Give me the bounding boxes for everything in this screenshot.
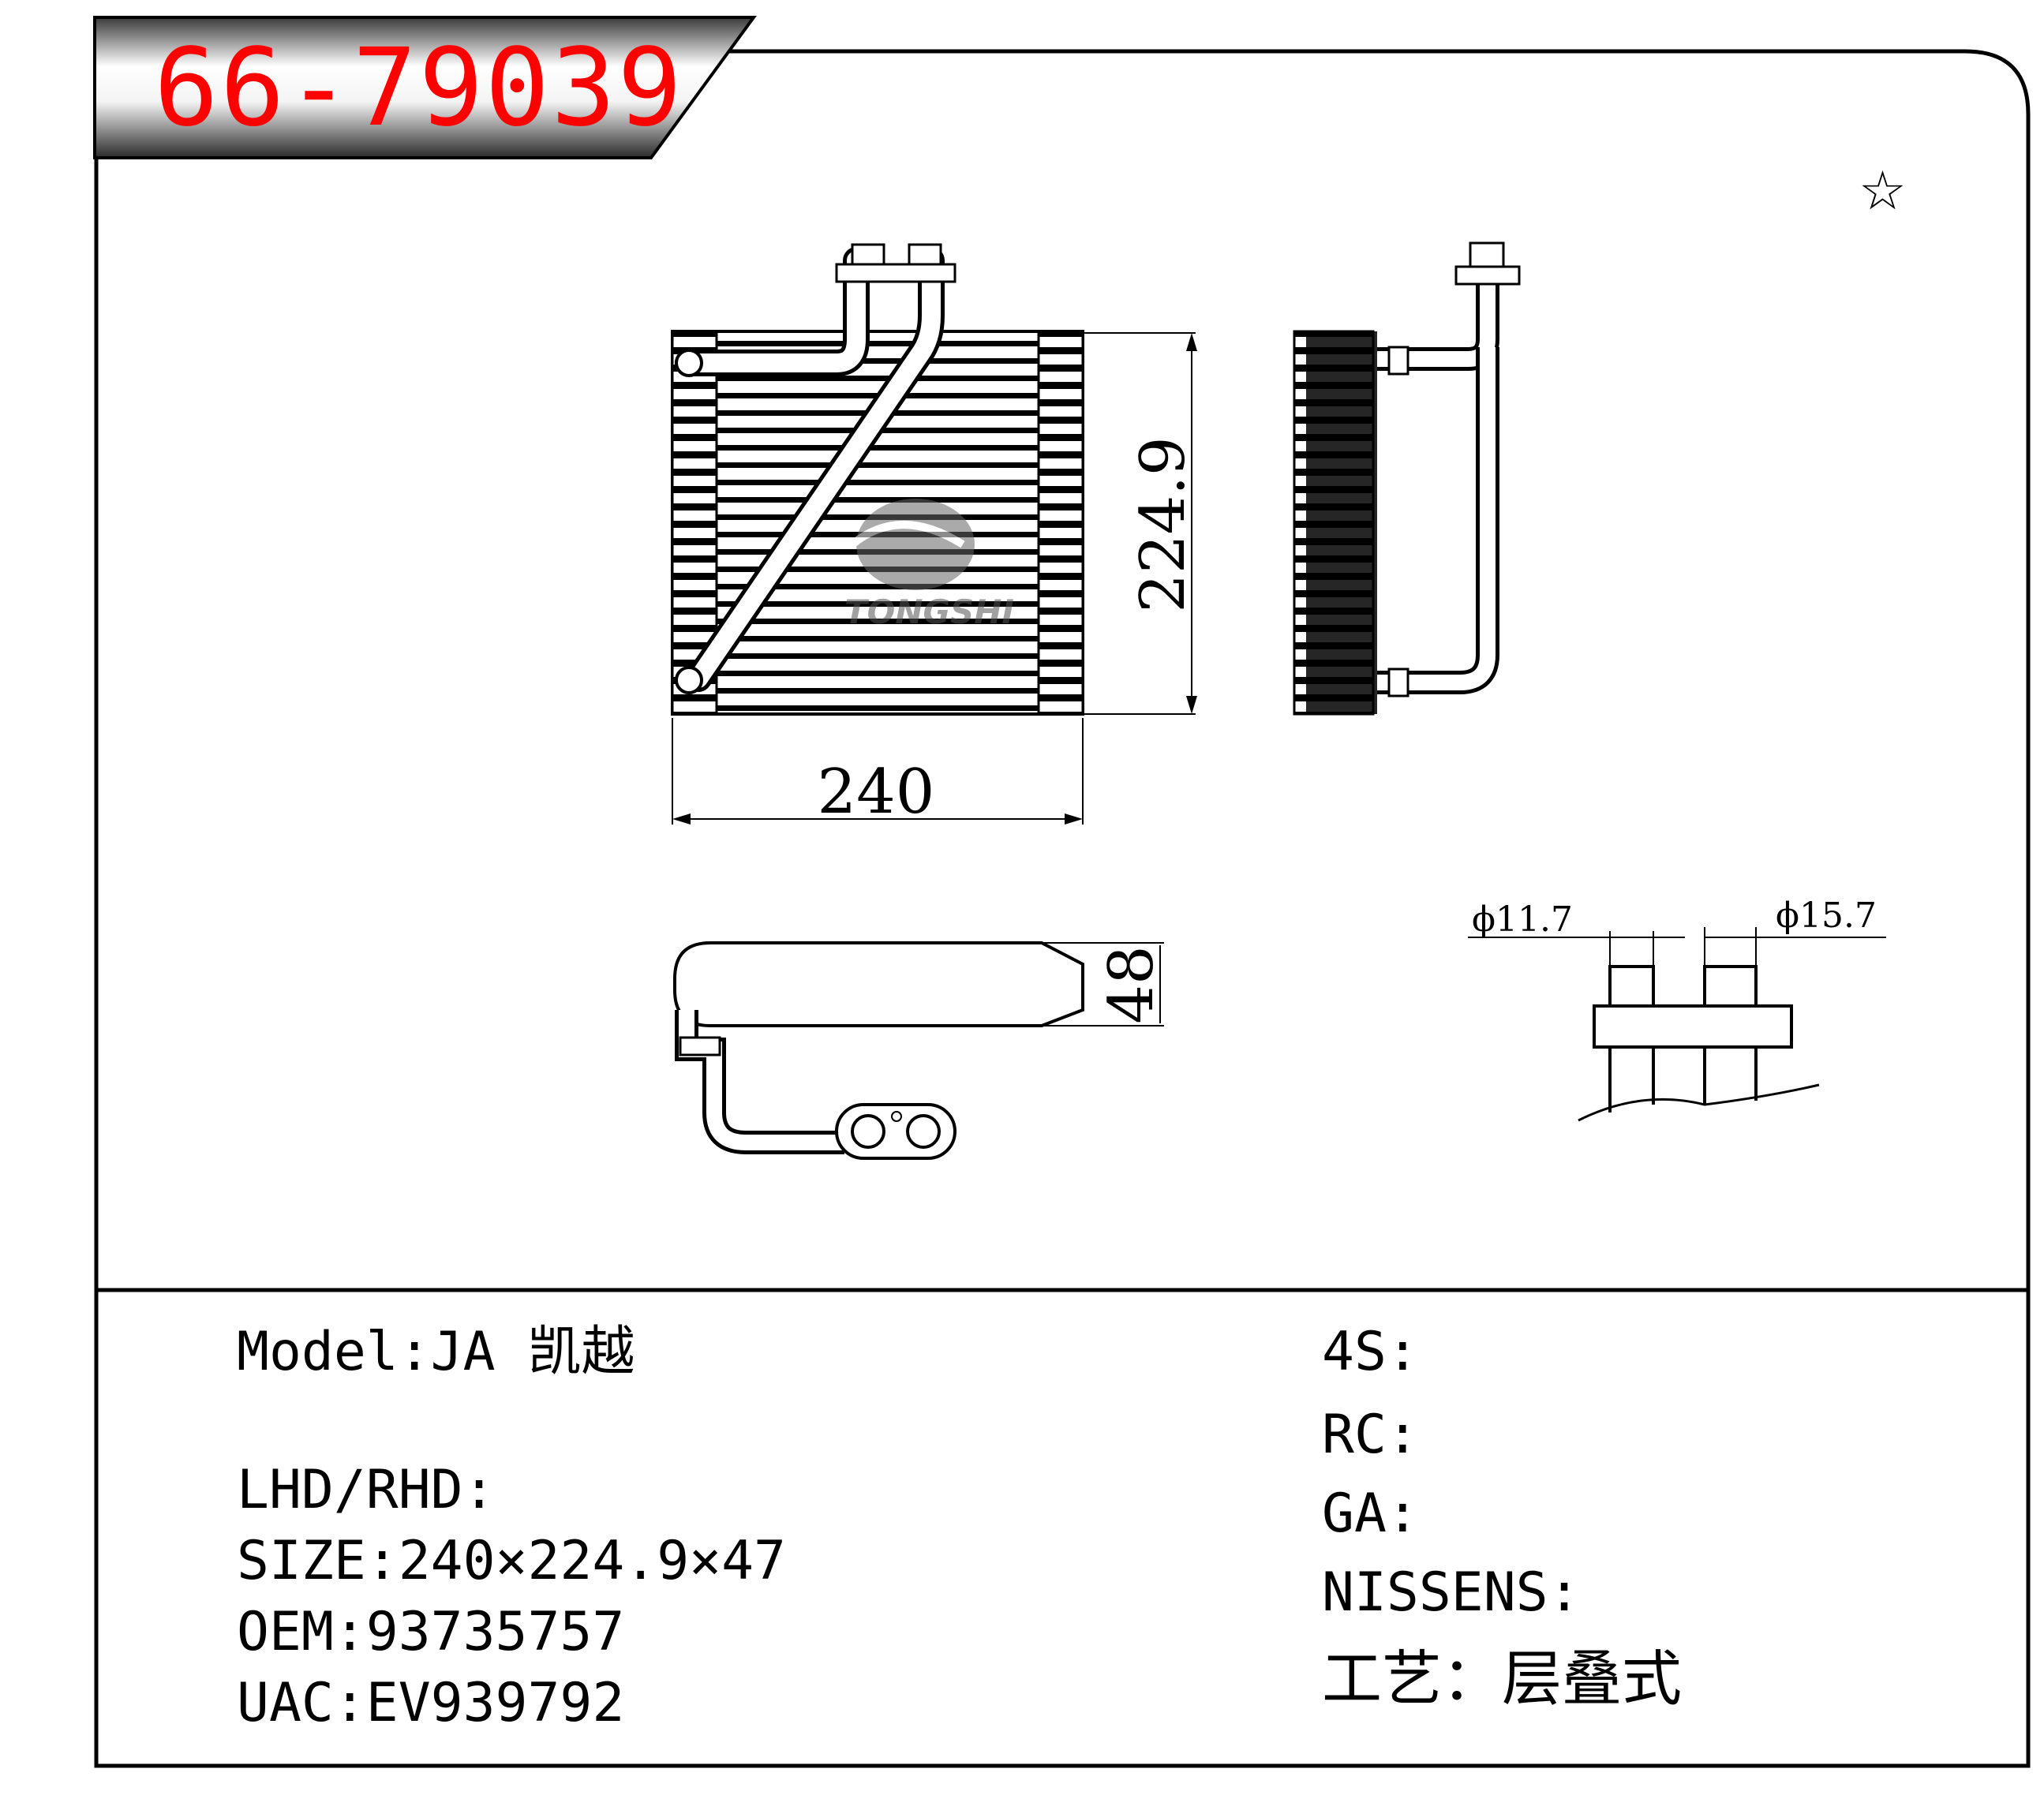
evaporator-top-view xyxy=(673,941,1084,1160)
tube-line xyxy=(717,497,1039,503)
port-detail: ϕ11.7 ϕ15.7 xyxy=(1468,896,1886,1122)
frame-border xyxy=(94,49,2031,1768)
tube-line xyxy=(717,636,1039,641)
spec-process: 工艺：层叠式 xyxy=(1322,1644,1682,1714)
dim-port-large-label: ϕ15.7 xyxy=(1776,896,1877,936)
dimension-height: 224.9 xyxy=(1083,332,1199,715)
dimension-depth: 48 xyxy=(1042,942,1167,1027)
spec-uac: UAC:EV939792 xyxy=(237,1672,625,1734)
tube-line xyxy=(717,705,1039,711)
tube-line xyxy=(717,653,1039,659)
spec-size: SIZE:240×224.9×47 xyxy=(237,1530,786,1592)
evaporator-side-view xyxy=(1293,241,1521,716)
evaporator-front-view: TONGSHI xyxy=(671,243,1084,716)
spec-oem: OEM:93735757 xyxy=(237,1601,625,1663)
spec-rc: RC: xyxy=(1322,1404,1419,1466)
spec-4s: 4S: xyxy=(1322,1321,1419,1383)
tube-line xyxy=(717,584,1039,589)
tube-line xyxy=(717,445,1039,451)
tube-line xyxy=(717,341,1039,346)
tube-line xyxy=(717,358,1039,364)
dim-port-small-label: ϕ11.7 xyxy=(1472,899,1573,940)
dim-width-label: 240 xyxy=(818,757,935,828)
spec-nissens: NISSENS: xyxy=(1322,1561,1581,1624)
brand-logo: TONGSHI xyxy=(844,499,1014,631)
dim-height-label: 224.9 xyxy=(1128,436,1199,612)
tube-line xyxy=(717,688,1039,694)
spec-ga: GA: xyxy=(1322,1483,1419,1545)
spec-model: Model:JA 凯越 xyxy=(237,1321,635,1383)
star-icon: ☆ xyxy=(1859,160,1907,223)
tube-line xyxy=(717,376,1039,381)
tube-line xyxy=(717,480,1039,485)
part-number: 66-79039 xyxy=(154,26,684,151)
tube-line xyxy=(717,671,1039,676)
tube-line xyxy=(717,462,1039,468)
dim-depth-label: 48 xyxy=(1096,945,1167,1023)
svg-text:TONGSHI: TONGSHI xyxy=(844,593,1014,631)
part-number-banner xyxy=(93,16,757,159)
tube-line xyxy=(717,601,1039,607)
tube-line xyxy=(717,619,1039,624)
dimension-width: 240 xyxy=(672,718,1084,828)
spec-lhd-rhd: LHD/RHD: xyxy=(237,1459,496,1521)
